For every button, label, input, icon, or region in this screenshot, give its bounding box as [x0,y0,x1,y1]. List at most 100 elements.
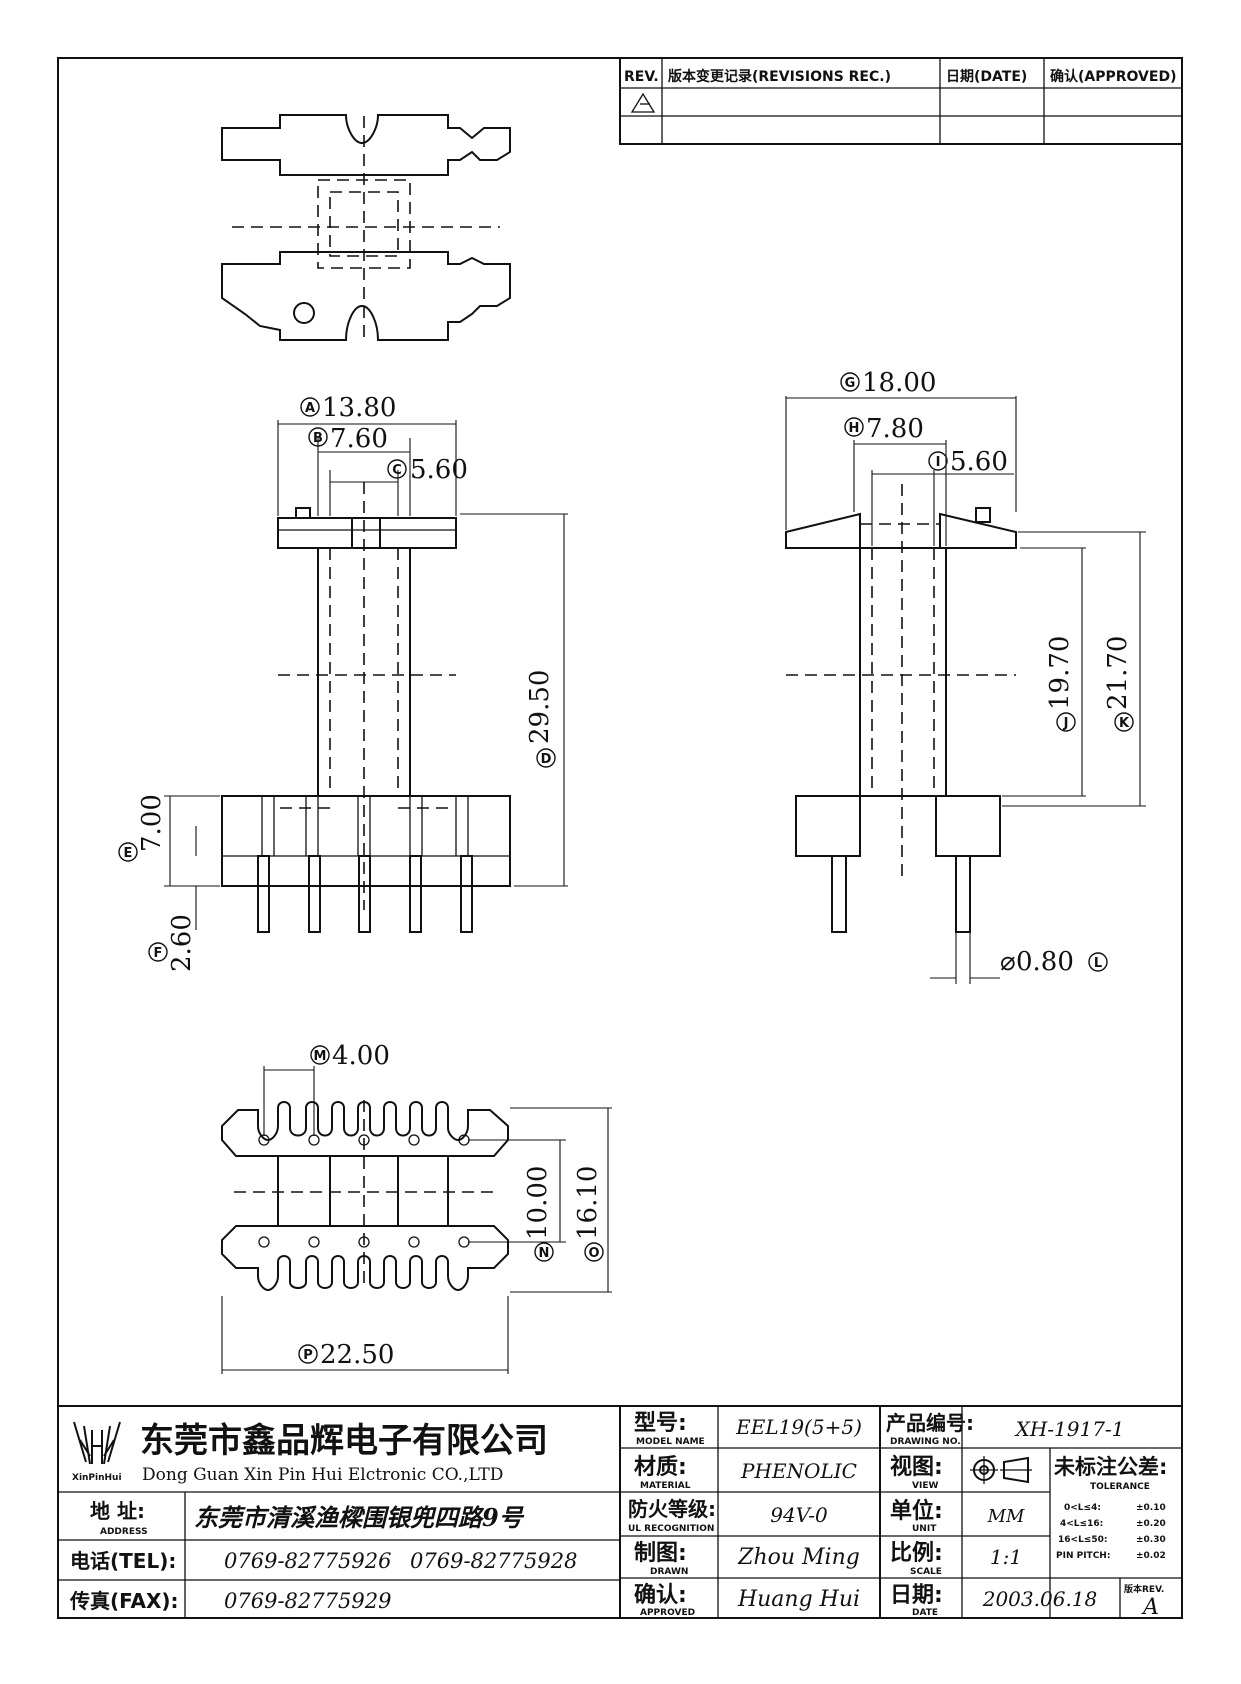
address-label-en: ADDRESS [100,1527,148,1537]
svg-text:B: B [313,431,323,446]
material-value: PHENOLIC [740,1459,857,1483]
svg-text:G: G [845,376,856,391]
rev-label: 版本REV. [1123,1583,1164,1595]
tolerance-value-1: ±0.10 [1136,1503,1166,1513]
revision-table: REV. 版本变更记录(REVISIONS REC.) 日期(DATE) 确认(… [619,57,1183,145]
drawing-no-label: 产品编号: [886,1411,974,1435]
svg-text:O: O [588,1246,599,1261]
date-value: 2003.06.18 [982,1587,1098,1611]
revisions-header: 版本变更记录(REVISIONS REC.) [668,68,891,85]
bottom-view: M 4.00 N 10.00 O 16.10 P 22.50 [221,1041,612,1374]
tolerance-title-en: TOLERANCE [1090,1482,1150,1492]
drawn-label-en: DRAWN [650,1567,688,1577]
ul-value: 94V-0 [770,1503,828,1527]
date-label-en: DATE [912,1608,938,1618]
projection-symbol-icon [970,1456,1032,1484]
tolerance-value-2: ±0.20 [1136,1519,1166,1529]
tel-value-2: 0769-82775928 [410,1549,577,1573]
svg-text:M: M [314,1049,327,1064]
dim-p-value: 22.50 [320,1340,394,1370]
svg-text:F: F [154,946,163,961]
drawing-no-value: XH-1917-1 [1014,1417,1125,1441]
svg-text:A: A [305,401,315,416]
rev-value: A [1141,1595,1159,1620]
date-label: 日期: [890,1583,943,1608]
fax-label: 传真(FAX): [69,1589,179,1613]
dim-f-value: 2.60 [167,914,197,972]
svg-text:C: C [392,463,402,478]
company-name-cn: 东莞市鑫品辉电子有限公司 [140,1421,548,1461]
fax-value: 0769-82775929 [224,1589,391,1613]
svg-text:J: J [1063,716,1069,731]
tel-value-1: 0769-82775926 [224,1549,391,1573]
dim-b-value: 7.60 [330,424,388,454]
dim-o-value: 16.10 [573,1166,603,1240]
svg-text:I: I [936,455,941,470]
top-view [221,114,511,341]
dim-j-value: 19.70 [1045,636,1075,710]
company-logo: XinPinHui [72,1421,122,1483]
svg-text:L: L [1094,956,1102,971]
svg-text:K: K [1119,716,1130,731]
tolerance-value-4: ±0.02 [1136,1551,1166,1561]
unit-label: 单位: [890,1498,943,1524]
material-label-en: MATERIAL [640,1481,691,1491]
svg-text:H: H [849,421,860,436]
svg-text:E: E [124,846,133,861]
approved-value: Huang Hui [737,1587,860,1612]
unit-label-en: UNIT [912,1524,937,1534]
scale-value: 1:1 [990,1545,1022,1569]
revision-triangle-icon [630,92,656,113]
side-view: G 18.00 H 7.80 I 5.60 J 19.70 K 21.70 [785,368,1146,984]
approved-label: 确认: [634,1582,687,1608]
company-name-en: Dong Guan Xin Pin Hui Elctronic CO.,LTD [142,1465,503,1485]
rev-header: REV. [624,69,659,85]
dim-d-value: 29.50 [525,670,555,744]
view-label-en: VIEW [912,1481,938,1491]
date-header: 日期(DATE) [946,69,1027,85]
approved-header: 确认(APPROVED) [1050,68,1176,85]
unit-value: MM [987,1506,1025,1527]
dim-l-value: 0.80 [1016,947,1074,977]
svg-text:N: N [539,1246,550,1261]
scale-label: 比例: [890,1541,943,1566]
title-block: XinPinHui 东莞市鑫品辉电子有限公司 Dong Guan Xin Pin… [58,1405,1182,1620]
svg-text:D: D [541,752,552,767]
logo-text: XinPinHui [72,1473,122,1483]
ul-label: 防火等级: [628,1497,716,1521]
model-value: EEL19(5+5) [735,1415,862,1439]
dim-e-value: 7.00 [137,794,167,852]
address-label: 地 址: [90,1499,145,1523]
drawn-value: Zhou Ming [737,1545,860,1570]
tel-label: 电话(TEL): [70,1549,176,1573]
tolerance-range-1: 0<L≤4: [1064,1503,1101,1513]
model-label-en: MODEL NAME [636,1437,705,1447]
material-label: 材质: [634,1455,687,1480]
drawing-border [57,57,1183,1619]
svg-text:P: P [303,1348,313,1363]
view-label: 视图: [890,1454,943,1480]
tolerance-range-3: 16<L≤50: [1058,1535,1107,1545]
dim-m-value: 4.00 [332,1041,390,1071]
tolerance-range-4: PIN PITCH: [1056,1551,1110,1561]
dim-i-value: 5.60 [950,447,1008,477]
svg-text:⌀: ⌀ [1000,947,1016,977]
scale-label-en: SCALE [910,1567,942,1577]
dim-h-value: 7.80 [866,414,924,444]
dim-k-value: 21.70 [1103,636,1133,710]
dim-c-value: 5.60 [410,455,468,485]
address-value: 东莞市清溪渔樑围银兜四路9号 [194,1503,525,1532]
dim-g-value: 18.00 [862,368,936,398]
ul-label-en: UL RECOGNITION [628,1524,714,1534]
dim-a-value: 13.80 [322,393,396,423]
tolerance-title: 未标注公差: [1054,1455,1167,1479]
drawn-label: 制图: [634,1541,687,1566]
model-label: 型号: [634,1411,687,1436]
dim-n-value: 10.00 [523,1166,553,1240]
tolerance-value-3: ±0.30 [1136,1535,1166,1545]
drawing-no-label-en: DRAWING NO. [890,1437,961,1447]
approved-label-en: APPROVED [640,1608,695,1618]
tolerance-range-2: 4<L≤16: [1060,1519,1103,1529]
front-view: A 13.80 B 7.60 C 5.60 D 29.50 E 7.00 [118,393,568,972]
